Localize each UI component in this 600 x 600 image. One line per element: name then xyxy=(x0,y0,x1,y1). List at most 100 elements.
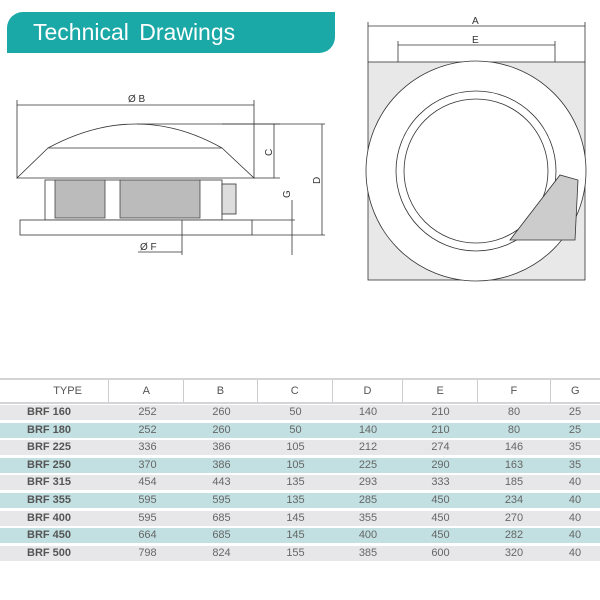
cell-g: 40 xyxy=(568,529,582,542)
cell-c: 135 xyxy=(286,493,305,506)
cell-g: 25 xyxy=(568,406,582,418)
cell-b: 443 xyxy=(212,476,231,489)
cell-type: BRF 450 xyxy=(27,529,72,542)
cell-a: 595 xyxy=(138,511,157,524)
header-b: B xyxy=(184,380,258,402)
cell-d: 212 xyxy=(358,441,378,454)
cell-type: BRF 225 xyxy=(27,441,72,454)
technical-drawing: Ø B Ø F C D G A E xyxy=(16,16,587,282)
cell-f: 270 xyxy=(504,511,524,524)
cell-a: 454 xyxy=(138,476,157,489)
header-c: C xyxy=(258,380,333,402)
dim-label-d: D xyxy=(312,177,323,184)
cell-c: 145 xyxy=(286,529,305,542)
cell-type: BRF 500 xyxy=(27,546,72,559)
cell-a: 595 xyxy=(138,493,157,506)
table-row: BRF 160 252 260 50 140 210 80 25 xyxy=(0,405,600,420)
table-row: BRF 225 336 386 105 212 274 146 35 xyxy=(0,440,600,456)
cell-type: BRF 355 xyxy=(27,493,72,506)
cell-type: BRF 180 xyxy=(27,423,72,436)
cell-f: 163 xyxy=(504,458,524,471)
cell-c: 105 xyxy=(286,458,305,471)
cell-type: BRF 400 xyxy=(27,511,72,524)
header-e: E xyxy=(403,380,479,402)
cell-d: 285 xyxy=(358,493,378,506)
cell-e: 450 xyxy=(431,493,450,506)
cell-e: 450 xyxy=(431,511,450,524)
cell-b: 260 xyxy=(212,423,231,436)
cell-d: 225 xyxy=(358,458,378,471)
cell-f: 234 xyxy=(504,493,524,506)
cell-a: 252 xyxy=(138,423,157,436)
cell-e: 333 xyxy=(431,476,450,489)
cell-c: 135 xyxy=(286,476,305,489)
cell-b: 685 xyxy=(212,529,231,542)
cell-b: 824 xyxy=(212,546,231,559)
cell-g: 40 xyxy=(568,511,582,524)
cell-g: 35 xyxy=(568,458,582,471)
cell-type: BRF 160 xyxy=(27,406,72,418)
cell-f: 80 xyxy=(507,406,521,418)
cell-c: 50 xyxy=(289,423,302,436)
table-row: BRF 250 370 386 105 225 290 163 35 xyxy=(0,457,600,473)
table-row: BRF 450 664 685 145 400 450 282 40 xyxy=(0,528,600,544)
header-type: TYPE xyxy=(0,380,110,402)
cell-d: 400 xyxy=(358,529,378,542)
cell-b: 595 xyxy=(212,493,231,506)
table-row: BRF 400 595 685 145 355 450 270 40 xyxy=(0,510,600,526)
cell-d: 293 xyxy=(358,476,378,489)
header-d: D xyxy=(333,380,404,402)
cell-e: 274 xyxy=(431,441,450,454)
cell-c: 145 xyxy=(286,511,305,524)
cell-e: 600 xyxy=(431,546,450,559)
cell-c: 105 xyxy=(286,441,305,454)
cell-e: 210 xyxy=(431,406,450,418)
cell-type: BRF 250 xyxy=(27,458,72,471)
cell-f: 185 xyxy=(504,476,524,489)
cell-a: 664 xyxy=(138,529,157,542)
header-a: A xyxy=(109,380,185,402)
side-view-drawing: Ø B Ø F C D G xyxy=(16,94,325,255)
cell-d: 140 xyxy=(358,423,378,436)
cell-d: 355 xyxy=(358,511,378,524)
cell-d: 140 xyxy=(358,406,378,418)
cell-a: 370 xyxy=(138,458,157,471)
table-row: BRF 355 595 595 135 285 450 234 40 xyxy=(0,492,600,508)
cell-type: BRF 315 xyxy=(27,476,72,489)
cell-a: 336 xyxy=(138,441,157,454)
cell-f: 320 xyxy=(504,546,524,559)
cell-c: 50 xyxy=(289,406,302,418)
cell-g: 40 xyxy=(568,493,582,506)
cell-d: 385 xyxy=(358,546,378,559)
cell-g: 35 xyxy=(568,441,582,454)
header-g: G xyxy=(571,385,580,397)
cell-f: 80 xyxy=(507,423,521,436)
cell-b: 260 xyxy=(212,406,231,418)
dim-label-a: A xyxy=(472,16,479,27)
cell-g: 40 xyxy=(568,476,582,489)
cell-g: 40 xyxy=(568,546,582,559)
cell-f: 146 xyxy=(504,441,524,454)
dim-label-c: C xyxy=(264,149,275,156)
cell-b: 386 xyxy=(212,458,231,471)
cell-a: 252 xyxy=(138,406,157,418)
header-f: F xyxy=(478,380,551,402)
top-view-drawing: A E xyxy=(365,16,587,282)
cell-f: 282 xyxy=(504,529,524,542)
table-row: BRF 315 454 443 135 293 333 185 40 xyxy=(0,475,600,491)
dim-label-g: G xyxy=(282,190,293,198)
cell-c: 155 xyxy=(286,546,305,559)
dim-label-f: Ø F xyxy=(140,242,157,253)
dim-label-e: E xyxy=(472,35,479,46)
table-header: TYPE A B C D E F G xyxy=(0,378,600,404)
cell-b: 685 xyxy=(212,511,231,524)
section-title: Technical Drawings xyxy=(33,19,236,45)
section-banner: Technical Drawings xyxy=(7,12,335,53)
cell-g: 25 xyxy=(568,423,582,436)
cell-b: 386 xyxy=(212,441,231,454)
cell-e: 290 xyxy=(431,458,450,471)
cell-e: 210 xyxy=(431,423,450,436)
cell-e: 450 xyxy=(431,529,450,542)
